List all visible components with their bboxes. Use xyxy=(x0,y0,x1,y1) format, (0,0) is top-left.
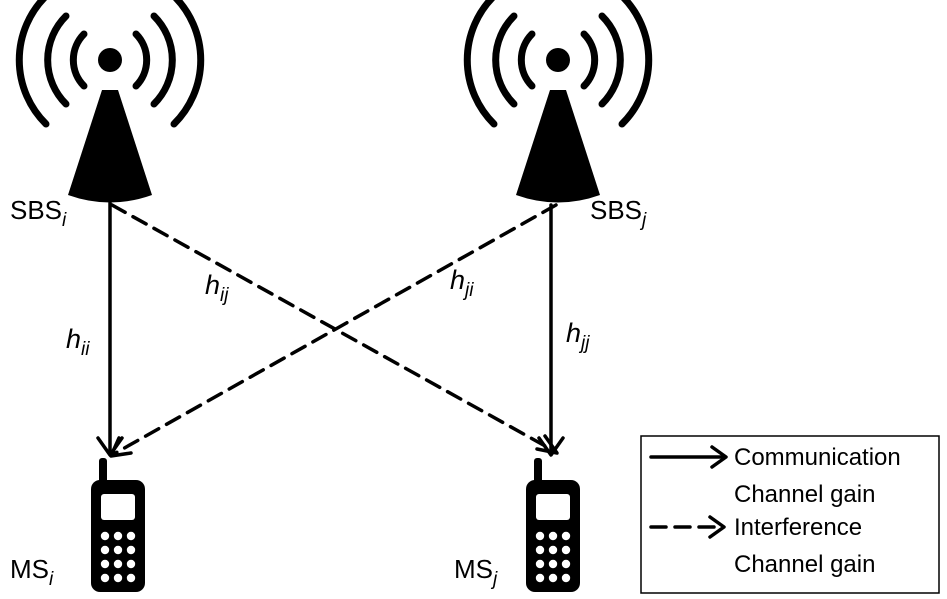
ms-j-label: MSj xyxy=(454,554,498,590)
mobile-phone-icon xyxy=(91,458,145,592)
legend-communication-line1: Communication xyxy=(734,444,901,471)
sbs-i-label: SBSi xyxy=(10,195,67,231)
sbs-j-label: SBSj xyxy=(590,195,647,231)
legend-box xyxy=(640,435,940,594)
arrowhead xyxy=(535,434,559,455)
legend-interference-line2: Channel gain xyxy=(734,551,875,578)
antenna-tower-icon xyxy=(467,0,648,203)
gain-label-h-ii: hii xyxy=(66,324,90,360)
gain-label-h-ji: hji xyxy=(450,265,474,301)
arrowhead xyxy=(708,515,726,539)
arrowhead xyxy=(109,436,133,458)
gain-label-h-ij: hij xyxy=(205,270,229,306)
mobile-phone-icon xyxy=(526,458,580,592)
gain-label-h-jj: hjj xyxy=(566,318,590,354)
link-h-ji xyxy=(110,203,558,457)
antenna-tower-icon xyxy=(19,0,200,203)
legend: Communication Channel gain Interference … xyxy=(640,435,940,594)
legend-communication-line2: Channel gain xyxy=(734,481,875,508)
legend-interference-line1: Interference xyxy=(734,514,862,541)
arrowhead xyxy=(710,445,728,469)
ms-i-label: MSi xyxy=(10,554,54,590)
